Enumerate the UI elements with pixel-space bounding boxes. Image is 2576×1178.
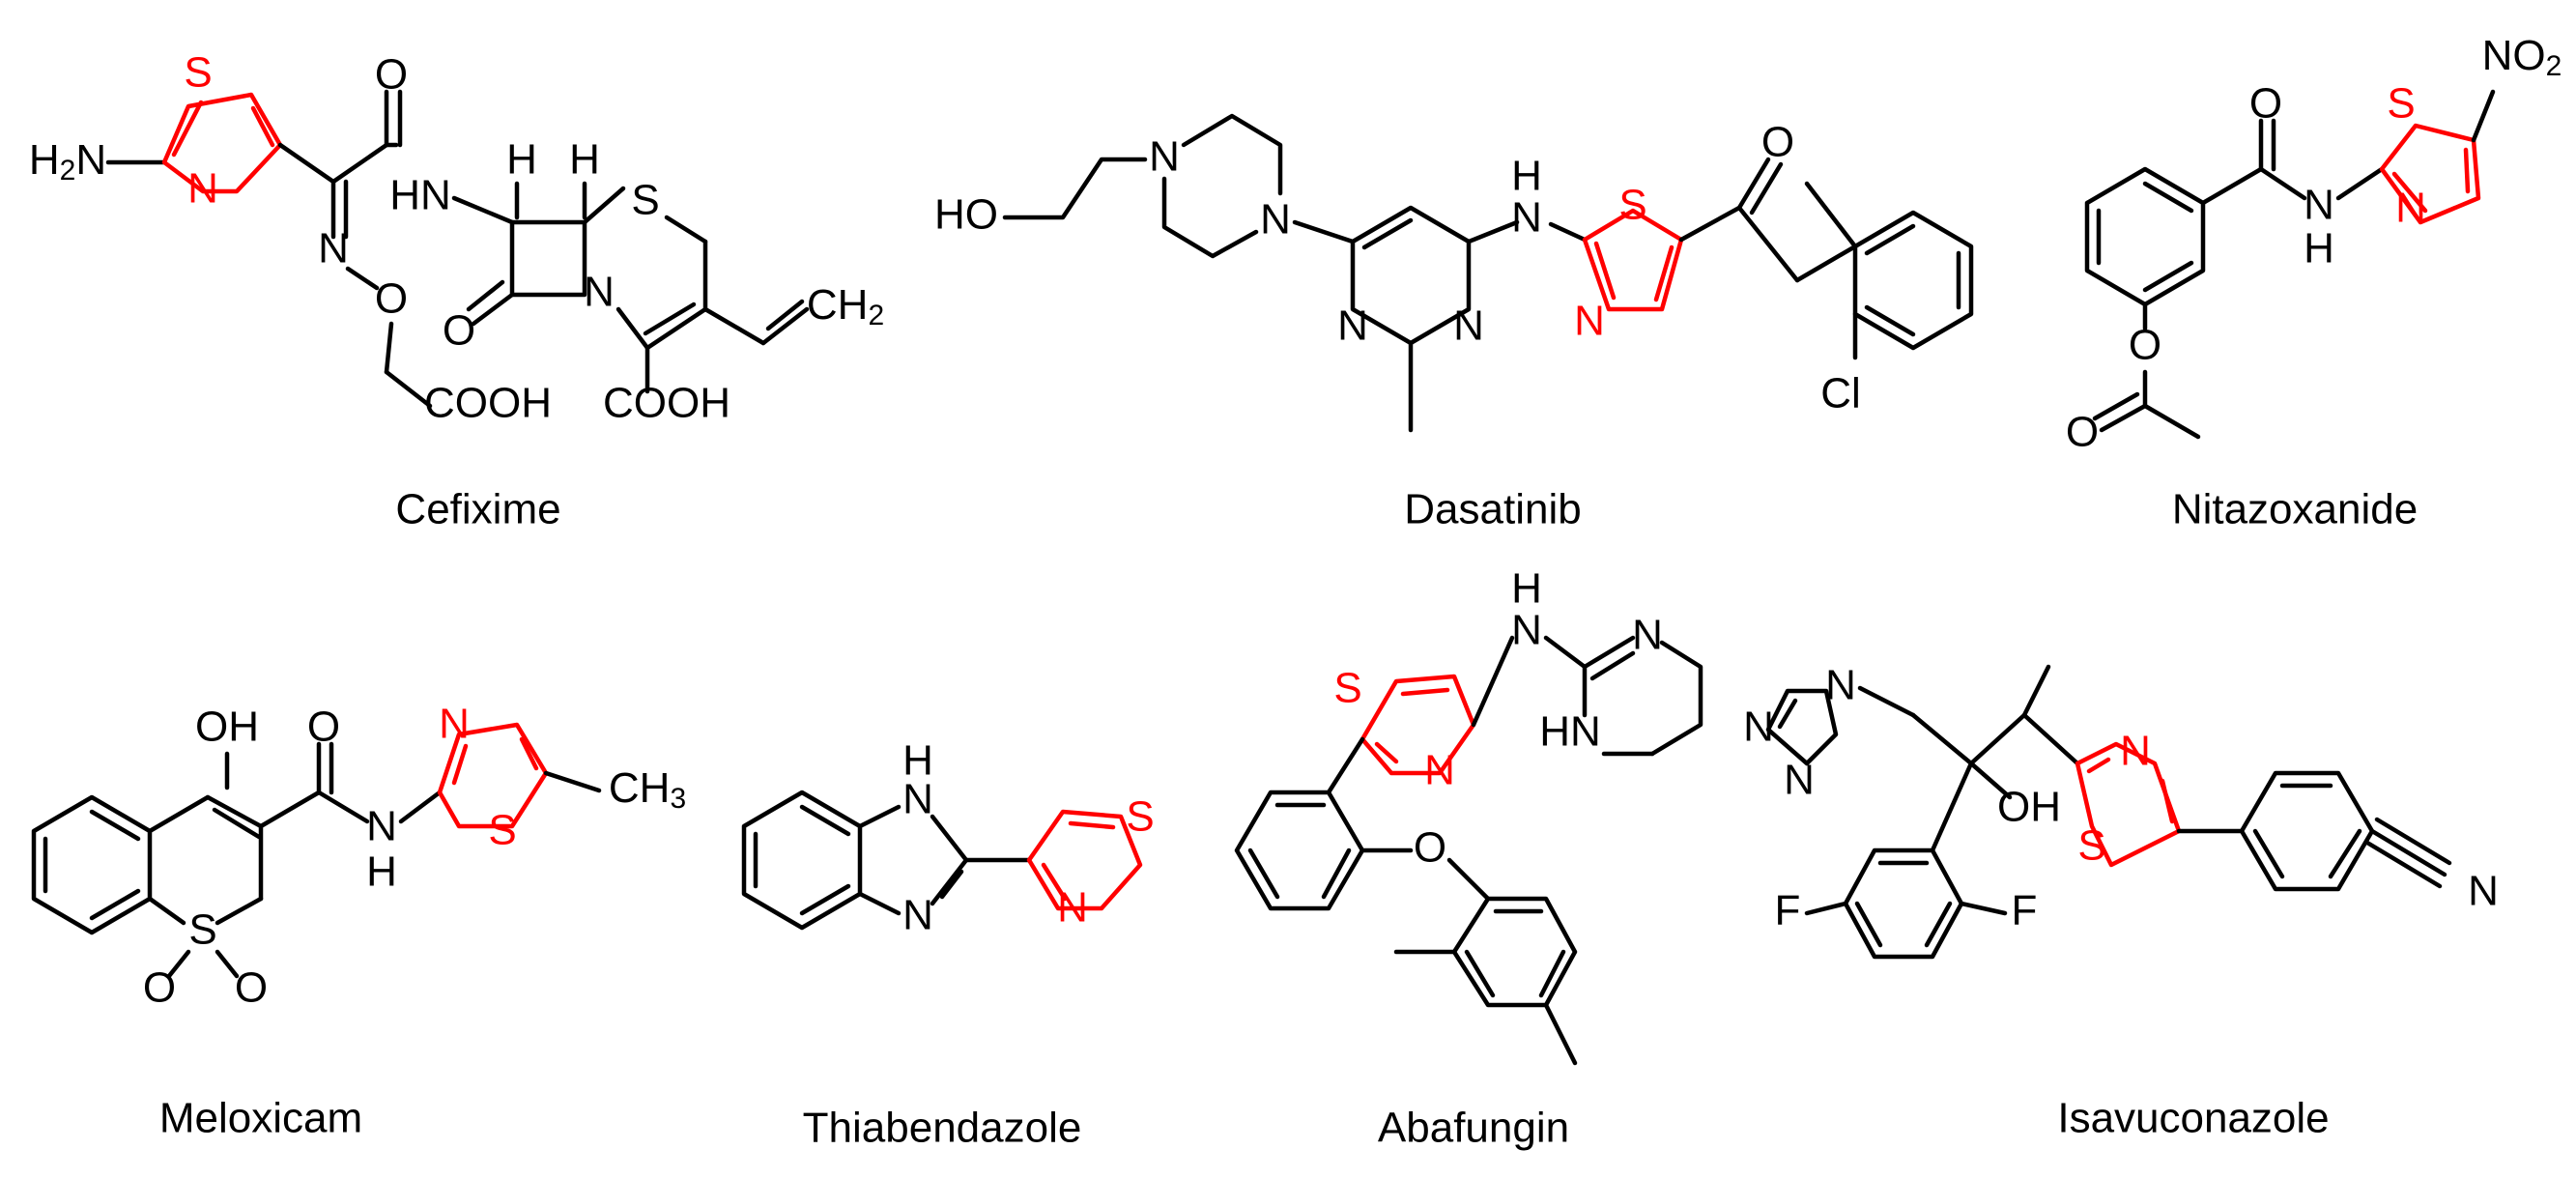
oxime-o-label: O	[375, 275, 408, 323]
cooh-label-1: COOH	[424, 380, 552, 427]
imidazole-nh-label: N	[902, 776, 933, 823]
nitazoxanide-thiazole-n-label: N	[2395, 185, 2426, 232]
thiabendazole-structure: H N N S N	[741, 737, 1155, 939]
nitazoxanide-n-label: N	[2304, 182, 2334, 229]
meloxicam-n-label: N	[366, 803, 397, 850]
amino-label: H2N	[29, 136, 106, 187]
piperazine-n1-label: N	[1149, 133, 1180, 181]
cefixime-structure: H2N S N O N O COOH HN H H O N	[29, 49, 884, 427]
label-thiabendazole: Thiabendazole	[803, 1105, 1082, 1152]
chloro-label: Cl	[1820, 370, 1861, 417]
label-dasatinib: Dasatinib	[1404, 486, 1581, 533]
dasatinib-n-label: N	[1511, 194, 1542, 242]
dasatinib-structure: HO N N N N H N S N O Cl	[934, 113, 1974, 433]
fluoro-label-2: F	[1775, 887, 1801, 934]
label-abafungin: Abafungin	[1378, 1105, 1569, 1152]
oxime-n-label: N	[318, 225, 349, 273]
abafungin-h-label: H	[1511, 565, 1542, 613]
label-nitazoxanide: Nitazoxanide	[2172, 486, 2418, 533]
nitrile-n-label: N	[2468, 868, 2499, 915]
pyrimidine-n1-label: N	[1337, 302, 1368, 350]
ether-o-label: O	[1414, 824, 1446, 872]
dasatinib-thiazole-s-label: S	[1618, 182, 1646, 229]
cooh-label-2: COOH	[603, 380, 730, 427]
dasatinib-thiazole-n-label: N	[1574, 298, 1605, 345]
imidazole-n-label: N	[902, 892, 933, 939]
acetyl-o-label: O	[2066, 409, 2099, 456]
meloxicam-thiazole-n-label: N	[439, 701, 470, 748]
sulfonyl-s-label: S	[188, 906, 216, 954]
label-isavuconazole: Isavuconazole	[2057, 1095, 2329, 1142]
label-meloxicam: Meloxicam	[159, 1095, 362, 1142]
triazole-n2-label: N	[1825, 662, 1856, 709]
sulfonyl-o1-label: O	[143, 964, 176, 1012]
nitazoxanide-thiazole-s-label: S	[2387, 80, 2415, 128]
isavuconazole-thiazole-s-label: S	[2077, 822, 2105, 870]
hydroxyl-label: HO	[934, 191, 998, 239]
vinyl-ch2-label: CH2	[807, 281, 884, 331]
lactam-n-label: N	[584, 269, 615, 316]
thiabendazole-thiazole-s-label: S	[1126, 793, 1154, 841]
ketone-o-label: O	[1761, 119, 1794, 166]
abafungin-thiazole-s-label: S	[1333, 665, 1361, 712]
isavuconazole-thiazole-n-label: N	[2120, 728, 2151, 775]
nitazoxanide-structure: O N H S N NO2 O O	[2066, 32, 2562, 456]
nitro-label: NO2	[2482, 32, 2562, 82]
abafungin-n-label: N	[1511, 607, 1542, 654]
label-cefixime: Cefixime	[395, 486, 560, 533]
triazole-n3-label: N	[1784, 757, 1815, 804]
ring-s-label: S	[631, 177, 659, 224]
nitazoxanide-carbonyl-o-label: O	[2249, 80, 2282, 128]
meloxicam-carbonyl-o-label: O	[307, 704, 340, 751]
carbonyl-o-label: O	[375, 51, 408, 99]
meloxicam-structure: OH S O O O N H N S CH3	[31, 701, 686, 1012]
enol-oh-label: OH	[195, 704, 259, 751]
abafungin-structure: S N H N N HN O	[1234, 565, 1703, 1066]
lactam-o-label: O	[443, 307, 475, 355]
h-label-2: H	[569, 136, 600, 184]
dasatinib-h-label: H	[1511, 153, 1542, 200]
nitazoxanide-h-label: H	[2304, 225, 2334, 273]
isavuconazole-structure: N N N OH F F N S N	[1743, 662, 2499, 960]
thiazole-s-label: S	[184, 49, 212, 97]
pyrimidine-n2-label: N	[1453, 302, 1484, 350]
imidazole-h-label: H	[902, 737, 933, 785]
amide-nh-label: HN	[389, 172, 451, 219]
thiabendazole-thiazole-n-label: N	[1057, 884, 1088, 932]
isavuconazole-oh-label: OH	[1997, 784, 2061, 831]
amidine-hn-label: HN	[1539, 708, 1601, 756]
piperazine-n2-label: N	[1260, 196, 1291, 244]
fluoro-label-1: F	[2012, 887, 2038, 934]
thiazole-n-label: N	[187, 165, 218, 213]
sulfonyl-o2-label: O	[235, 964, 268, 1012]
ester-o-label: O	[2129, 322, 2161, 369]
h-label-1: H	[506, 136, 537, 184]
amidine-n-label: N	[1632, 612, 1663, 659]
abafungin-thiazole-n-label: N	[1424, 747, 1455, 794]
meloxicam-h-label: H	[366, 848, 397, 896]
meloxicam-thiazole-s-label: S	[488, 807, 516, 854]
methyl-label: CH3	[609, 764, 686, 815]
triazole-n1-label: N	[1743, 704, 1774, 751]
